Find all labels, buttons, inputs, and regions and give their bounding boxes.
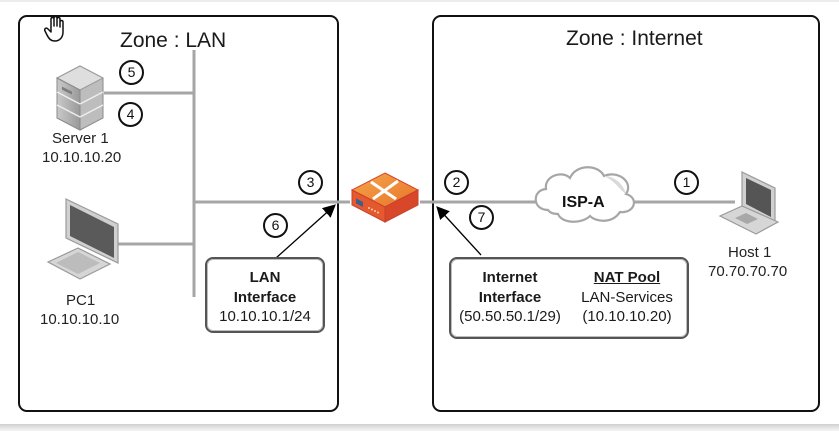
host1-name: Host 1 [728,244,772,261]
internet-interface-title-1: Internet [482,269,538,286]
server1-name: Server 1 [52,130,109,147]
step-badge-3: 3 [298,170,323,195]
step-badge-2: 2 [444,170,469,195]
lan-interface-title-1: LAN [249,269,281,286]
lan-interface-arrow [275,204,336,259]
internet-interface-arrow [436,206,482,256]
step-badge-6: 6 [263,213,288,238]
firewall-icon [350,172,420,223]
cloud-icon [534,166,636,223]
internet-interface-ip: (50.50.50.1/29) [459,308,561,325]
host1-ip: 70.70.70.70 [708,263,788,280]
zone-internet-title: Zone : Internet [566,27,703,50]
server1-ip: 10.10.10.20 [42,149,122,166]
top-border [0,0,839,2]
step-badge-5: 5 [119,60,144,85]
nat-pool-title: NAT Pool [593,269,661,286]
isp-a-label: ISP-A [562,194,605,211]
zone-lan-box [18,15,339,412]
bottom-border [0,424,839,431]
pc1-name: PC1 [66,292,96,309]
hand-cursor-icon [44,15,64,42]
laptop-icon [718,171,780,235]
nat-pool-name: LAN-Services [581,288,673,306]
nat-pool-section: NAT Pool LAN-Services (10.10.10.20) [571,268,683,327]
pc1-ip: 10.10.10.10 [40,311,120,328]
server-icon [55,65,105,131]
zone-lan-title: Zone : LAN [120,29,227,52]
internet-interface-box: Internet Interface (50.50.50.1/29) NAT P… [449,257,689,339]
zone-internet-box [432,15,820,412]
lan-interface-title-2: Interface [233,288,297,306]
internet-interface-section: Internet Interface (50.50.50.1/29) [451,268,569,327]
step-badge-4: 4 [118,102,143,127]
desktop-icon [46,198,119,280]
step-badge-1: 1 [674,170,699,195]
nat-pool-ip: (10.10.10.20) [582,308,672,325]
lan-interface-ip: 10.10.10.1/24 [219,308,311,325]
lan-interface-box: LAN Interface 10.10.10.1/24 [205,257,325,333]
step-badge-7: 7 [469,205,494,230]
internet-interface-title-2: Interface [478,288,542,306]
